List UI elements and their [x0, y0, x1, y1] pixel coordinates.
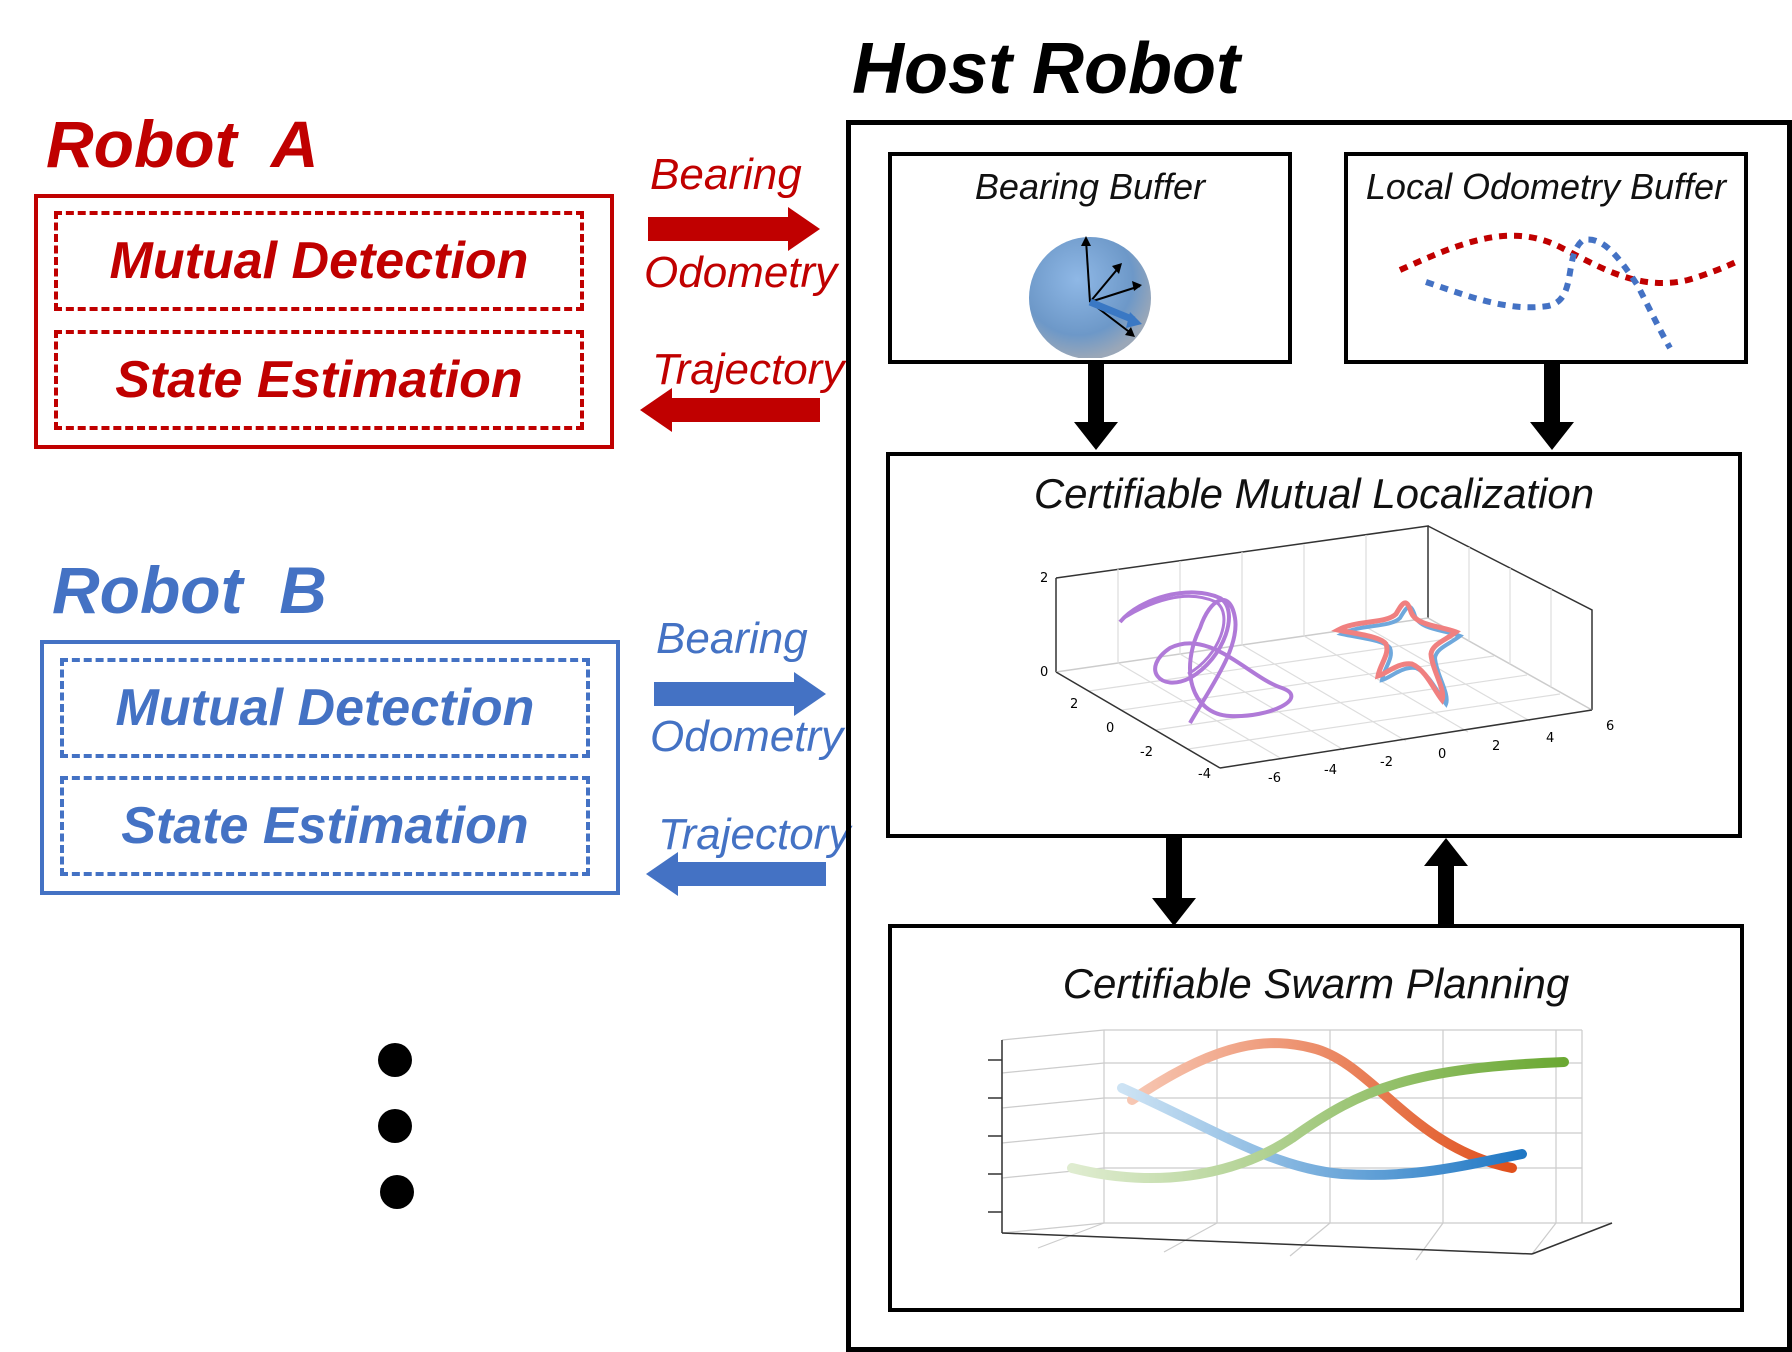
- x-tick-m4: -4: [1324, 763, 1337, 778]
- robot-b-bearing-label: Bearing: [656, 614, 808, 663]
- bearing-buffer-panel: Bearing Buffer: [888, 152, 1292, 364]
- robot-a-box: [34, 194, 614, 449]
- ellipsis-dot-3: [380, 1175, 414, 1209]
- z-tick-0: 0: [1040, 665, 1048, 680]
- y-tick-0: 0: [1106, 721, 1114, 736]
- robot-a-state-estimation: State Estimation: [54, 330, 584, 430]
- ellipsis-dot-1: [378, 1043, 412, 1077]
- planning-to-localization-arrow: [1424, 838, 1468, 926]
- y-tick-m2: -2: [1140, 745, 1153, 760]
- robot-b-right-arrow: [654, 672, 826, 716]
- robot-b-odometry-label: Odometry: [650, 712, 844, 761]
- bearing-buffer-title: Bearing Buffer: [974, 166, 1206, 207]
- robot-b-title: Robot B: [52, 553, 327, 627]
- odometry-buffer-panel: Local Odometry Buffer: [1344, 152, 1748, 364]
- x-tick-6: 6: [1606, 719, 1614, 734]
- robot-a-arrows: [640, 207, 820, 432]
- y-tick-m4: -4: [1198, 767, 1211, 782]
- x-tick-m2: -2: [1380, 755, 1393, 770]
- odometry-down-arrow: [1530, 364, 1574, 450]
- planning-title: Certifiable Swarm Planning: [1062, 960, 1570, 1007]
- y-tick-2: 2: [1070, 697, 1078, 712]
- robot-a-bearing-label: Bearing: [650, 150, 802, 199]
- bearing-down-arrow: [1074, 364, 1118, 450]
- robot-b-trajectory-label: Trajectory: [658, 810, 851, 859]
- host-robot-frame: [846, 120, 1792, 1352]
- robot-b-left-arrow: [646, 852, 826, 896]
- localization-to-planning-arrow: [1152, 838, 1196, 926]
- bearing-sphere-icon: [1029, 236, 1151, 358]
- x-tick-4: 4: [1546, 731, 1554, 746]
- robot-b-arrows: [646, 672, 826, 896]
- robot-b-state-estimation: State Estimation: [60, 776, 590, 876]
- planning-panel: Certifiable Swarm Planning: [888, 924, 1744, 1312]
- odometry-curves: [1398, 232, 1738, 350]
- localization-panel: Certifiable Mutual Localization: [886, 452, 1742, 838]
- x-tick-2: 2: [1492, 739, 1500, 754]
- ellipsis-dot-2: [378, 1109, 412, 1143]
- robot-b-box: [40, 640, 620, 895]
- odometry-buffer-title: Local Odometry Buffer: [1365, 166, 1727, 207]
- localization-plot: 2 0 2 0 -2 -4 -6 -4 -2 0 2 4 6: [1040, 525, 1614, 786]
- x-tick-m6: -6: [1268, 771, 1281, 786]
- robot-a-right-arrow: [648, 207, 820, 251]
- robot-a-trajectory-label: Trajectory: [652, 345, 845, 394]
- host-robot-title: Host Robot: [852, 29, 1240, 109]
- localization-title: Certifiable Mutual Localization: [1033, 470, 1595, 517]
- z-tick-2: 2: [1040, 571, 1048, 586]
- robot-b-mutual-detection: Mutual Detection: [60, 658, 590, 758]
- planning-plot: [988, 1029, 1613, 1261]
- robot-a-odometry-label: Odometry: [644, 248, 838, 297]
- robot-a-mutual-detection: Mutual Detection: [54, 211, 584, 311]
- robot-a-left-arrow: [640, 388, 820, 432]
- x-tick-0: 0: [1438, 747, 1446, 762]
- robot-a-title: Robot A: [46, 107, 319, 181]
